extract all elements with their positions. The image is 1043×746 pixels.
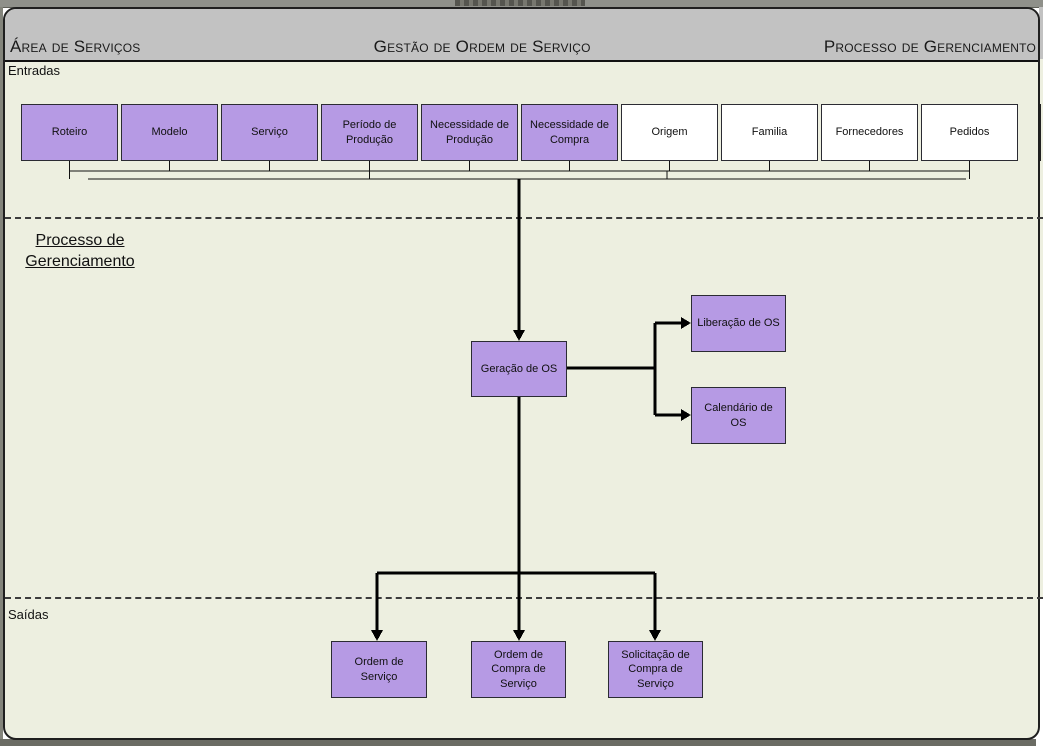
process-label-line1: Processo de xyxy=(35,232,125,249)
input-box-origem[interactable]: Origem xyxy=(621,104,718,161)
box-label: Roteiro xyxy=(51,126,88,139)
side-box-liberacao-de-os[interactable]: Liberação de OS xyxy=(691,295,786,352)
box-label: Solicitação de Compra de Serviço xyxy=(621,649,690,690)
title-gestao-de-ordem-de-servico: Gestão de Ordem de Serviço xyxy=(373,37,591,56)
clipped-content-right-canvas xyxy=(1039,59,1043,598)
process-box-geracao-de-os[interactable]: Geração de OS xyxy=(471,341,567,397)
section-label-saidas: Saídas xyxy=(8,607,49,622)
output-box-ordem-de-compra-de-servico[interactable]: Ordem de Compra de Serviço xyxy=(471,641,566,698)
background-window-edge-bottom xyxy=(0,739,1036,746)
box-label: Fornecedores xyxy=(835,126,904,139)
input-box-familia[interactable]: Familia xyxy=(721,104,818,161)
side-box-calendario-de-os[interactable]: Calendário de OS xyxy=(691,387,786,444)
background-window-edge-left xyxy=(0,7,3,739)
process-label-line2: Gerenciamento xyxy=(25,252,135,270)
title-area-de-servicos: Área de Serviços xyxy=(10,37,141,56)
output-box-ordem-de-servico[interactable]: Ordem de Serviço xyxy=(331,641,427,698)
section-label-processo-de-gerenciamento: Processo de Gerenciamento xyxy=(5,231,155,273)
clipped-background-title-fragment xyxy=(455,0,585,6)
clipped-content-right-header xyxy=(1039,7,1043,59)
box-label: Período de Produção xyxy=(342,119,397,146)
box-label: Necessidade de Compra xyxy=(530,119,609,146)
input-box-modelo[interactable]: Modelo xyxy=(121,104,218,161)
box-label: Pedidos xyxy=(949,126,990,139)
title-processo-de-gerenciamento: Processo de Gerenciamento xyxy=(823,37,1036,56)
box-label: Ordem de Serviço xyxy=(354,656,404,683)
input-box-periodo-de-producao[interactable]: Período de Produção xyxy=(321,104,418,161)
box-label: Serviço xyxy=(251,126,288,139)
input-box-fornecedores[interactable]: Fornecedores xyxy=(821,104,918,161)
separator-inputs-process xyxy=(5,217,1043,219)
output-box-solicitacao-de-compra-de-servico[interactable]: Solicitação de Compra de Serviço xyxy=(608,641,703,698)
input-box-necessidade-de-compra[interactable]: Necessidade de Compra xyxy=(521,104,618,161)
input-box-necessidade-de-producao[interactable]: Necessidade de Produção xyxy=(421,104,518,161)
input-box-servico[interactable]: Serviço xyxy=(221,104,318,161)
section-label-entradas: Entradas xyxy=(8,63,61,78)
box-label: Necessidade de Produção xyxy=(430,119,509,146)
box-label: Origem xyxy=(651,126,688,139)
box-label: Familia xyxy=(751,126,788,139)
box-label: Geração de OS xyxy=(480,362,558,375)
box-label: Liberação de OS xyxy=(697,317,780,330)
box-label: Modelo xyxy=(151,126,188,139)
separator-process-outputs xyxy=(5,597,1043,599)
box-label: Calendário de OS xyxy=(704,402,773,429)
box-label: Ordem de Compra de Serviço xyxy=(491,649,546,690)
input-box-roteiro[interactable]: Roteiro xyxy=(21,104,118,161)
diagram-title-row: Área de Serviços Gestão de Ordem de Serv… xyxy=(10,37,1036,57)
diagram-title-bar: Área de Serviços Gestão de Ordem de Serv… xyxy=(5,9,1038,62)
input-box-pedidos[interactable]: Pedidos xyxy=(921,104,1018,161)
clipped-box-edge xyxy=(1039,104,1041,161)
